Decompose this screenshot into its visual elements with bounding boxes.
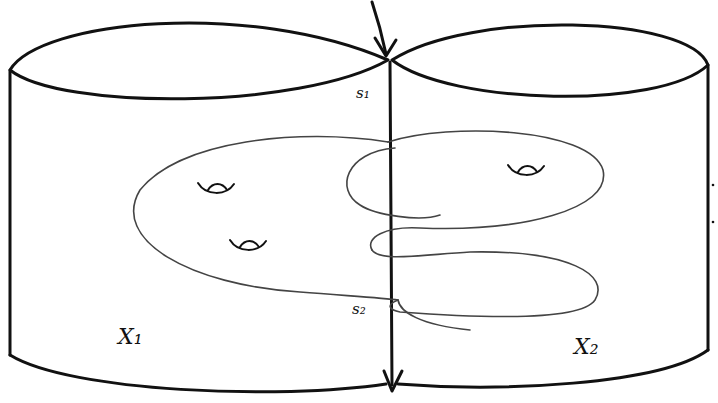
pointer-arrow — [375, 38, 396, 56]
cylinder-side — [707, 65, 710, 350]
cylinder-top — [392, 25, 708, 96]
point-label: s₂ — [352, 302, 366, 317]
surface-outline — [398, 300, 470, 330]
space-label: X₂ — [574, 336, 598, 358]
ink-dot — [712, 221, 715, 224]
seam-notch — [384, 371, 402, 391]
cylinder-side — [9, 70, 12, 355]
point-label: s₁ — [356, 86, 370, 101]
space-label: X₁ — [118, 326, 142, 348]
cylinder-bottom — [398, 350, 708, 387]
cylinder-seam — [390, 62, 392, 385]
cylinder-top — [10, 23, 388, 99]
handle-mark — [240, 241, 259, 247]
handle-mark — [508, 165, 544, 175]
handle-mark — [518, 166, 537, 172]
surface-outline — [347, 148, 440, 218]
cylinder-bottom — [10, 355, 386, 392]
ink-dot — [712, 184, 715, 187]
surface-outline — [371, 131, 604, 250]
handle-mark — [208, 184, 227, 190]
surface-outline — [372, 250, 598, 317]
handle-mark — [230, 240, 266, 250]
handle-mark — [198, 183, 234, 193]
